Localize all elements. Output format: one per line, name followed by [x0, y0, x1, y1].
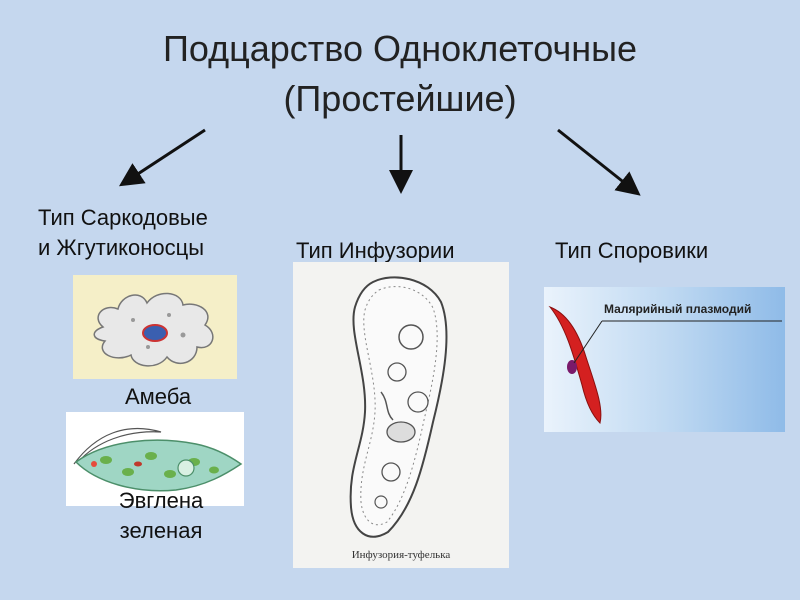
paramecium-image: Инфузория-туфелька — [293, 262, 509, 568]
arrow-right — [557, 128, 641, 196]
amoeba-image — [73, 275, 237, 379]
euglena-image — [66, 412, 244, 506]
paramecium-drawing: Инфузория-туфелька — [349, 276, 451, 561]
amoeba-drawing — [93, 292, 214, 367]
title-line-1: Подцарство Одноклеточные — [163, 28, 637, 69]
amoeba-caption: Амеба — [124, 384, 192, 409]
title-line-2: (Простейшие) — [283, 78, 517, 119]
plasmodium-drawing: Малярийный плазмодий — [548, 302, 782, 424]
arrow-left — [118, 128, 206, 187]
page-title: Подцарство Одноклеточные (Простейшие) — [0, 24, 800, 124]
paramecium-caption: Инфузория-туфелька — [352, 549, 451, 561]
plasmodium-caption: Малярийный плазмодий — [604, 302, 751, 316]
plasmodium-image: Малярийный плазмодий — [544, 287, 785, 432]
branch-sarcodina-label: Тип Саркодовые и Жгутиконосцы — [38, 205, 208, 260]
branch-infusoria-label: Тип Инфузории — [296, 238, 455, 263]
euglena-drawing — [73, 428, 243, 492]
branch-sporozoa-label: Тип Споровики — [555, 238, 709, 263]
euglena-caption: Эвглена зеленая — [118, 488, 204, 543]
